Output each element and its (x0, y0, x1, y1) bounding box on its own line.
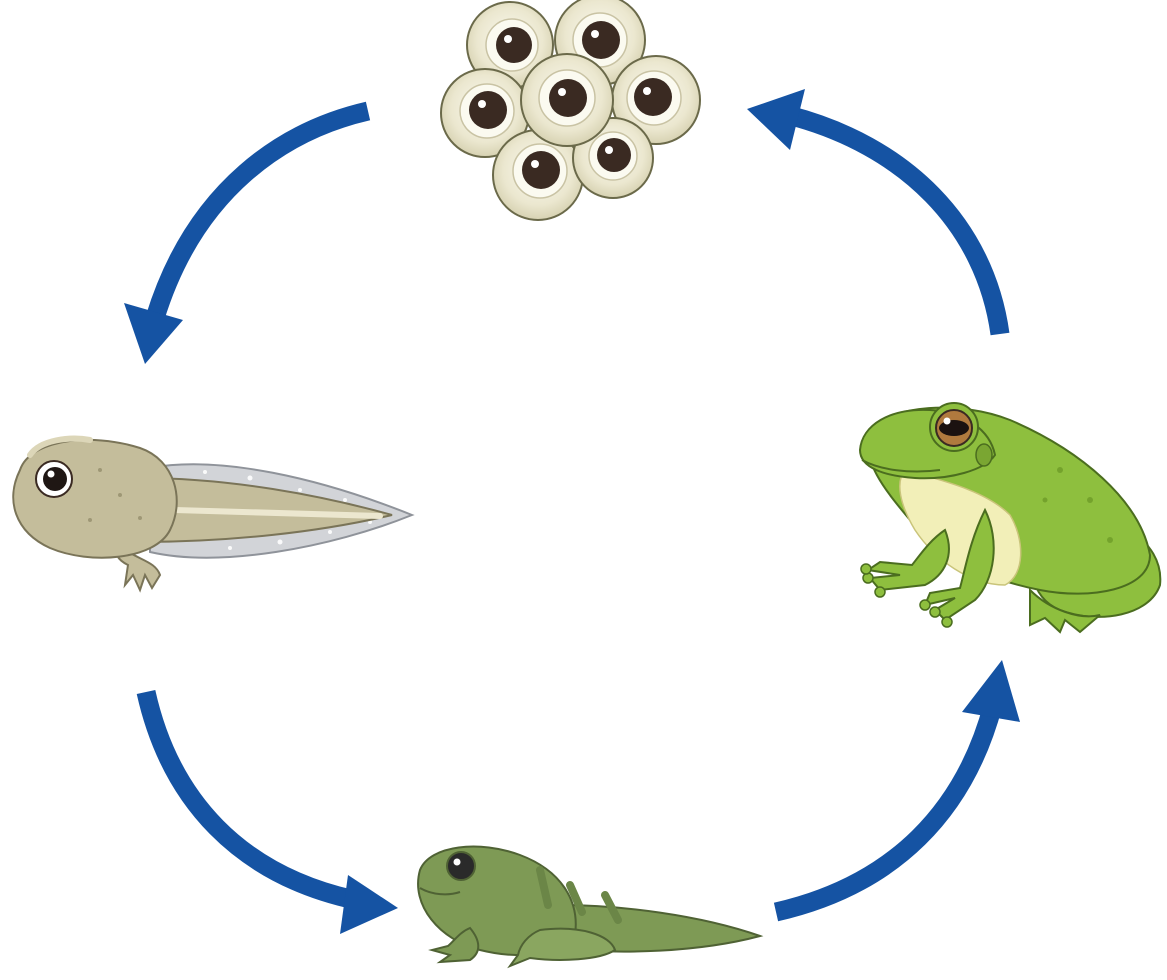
froglet-icon (417, 845, 764, 969)
egg (440, 68, 530, 158)
adult-frog-icon (858, 402, 1162, 634)
arrow-froglet-to-adult (773, 660, 1020, 922)
egg (520, 53, 614, 147)
cycle-arrows (124, 89, 1020, 934)
egg (611, 55, 701, 145)
arrow-adult-to-eggs (747, 89, 1010, 336)
egg (466, 1, 554, 89)
egg (554, 0, 646, 86)
tadpole-icon (12, 435, 415, 593)
arrow-eggs-to-tadpole (124, 101, 371, 364)
frog-eggs-icon (440, 0, 701, 221)
arrow-tadpole-to-froglet (136, 689, 398, 934)
egg (492, 129, 584, 221)
